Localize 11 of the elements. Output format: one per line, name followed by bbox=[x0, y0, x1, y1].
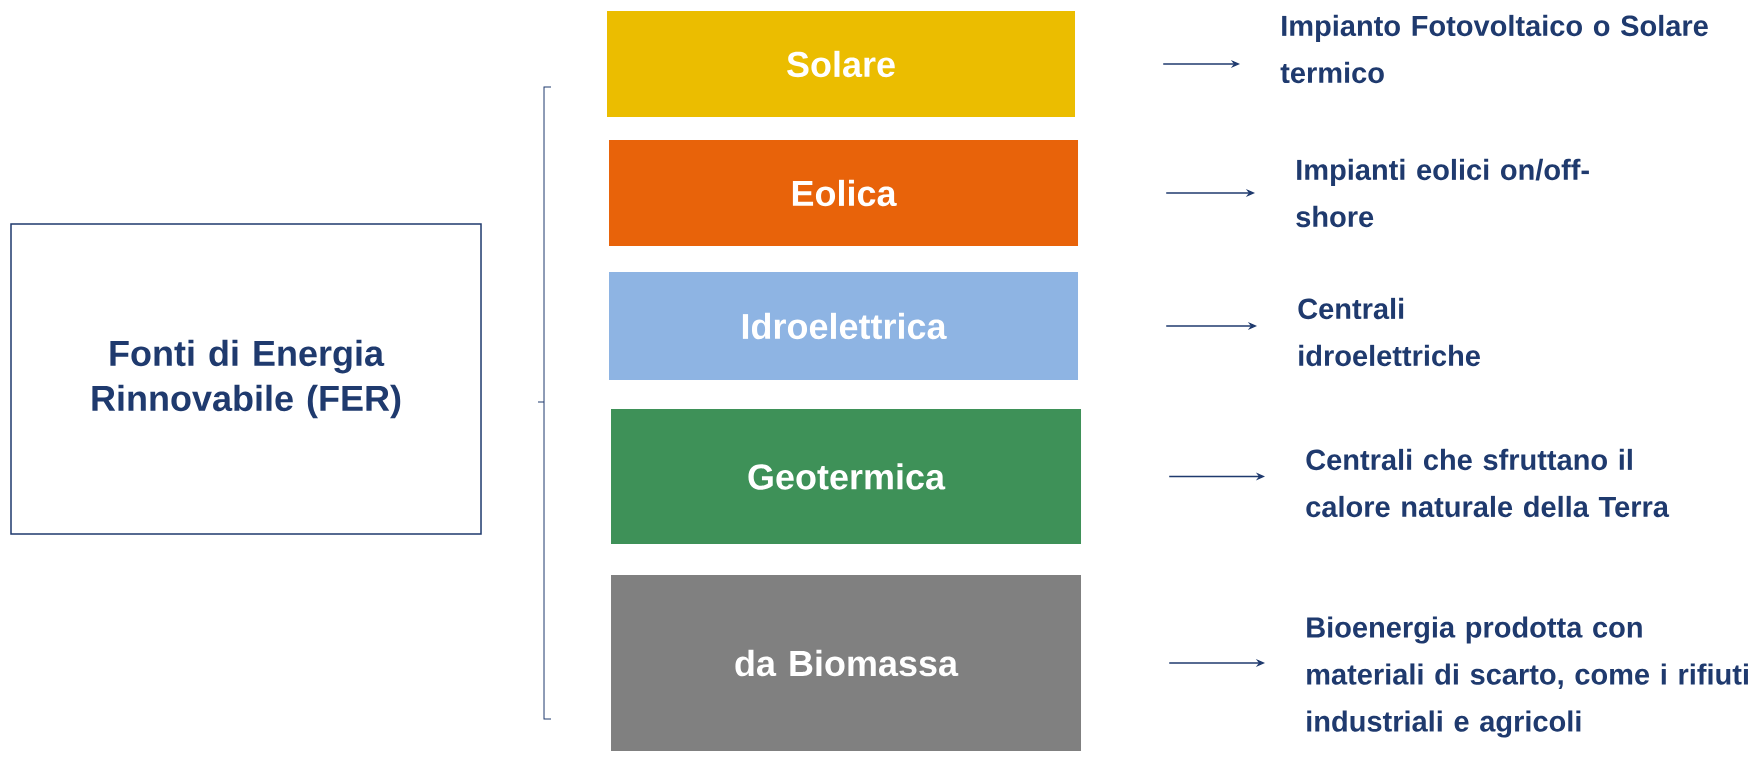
source-box: Fonti di Energia Rinnovabile (FER) bbox=[10, 223, 482, 535]
description-text: Centrali che sfruttano il calore naturale della Terra bbox=[1306, 448, 1670, 518]
description-text: Bioenergia prodotta con materiali di scarto, come i rifiuti industriali e agricoli bbox=[1307, 616, 1748, 738]
category-box: Eolica bbox=[609, 140, 1078, 246]
category-box: Solare bbox=[607, 11, 1075, 117]
category-box: Geotermica bbox=[611, 409, 1081, 544]
description-text: Impianto Fotovoltaico o Solare termico bbox=[1280, 14, 1708, 84]
category-box: Idroelettrica bbox=[609, 272, 1078, 380]
category-box: da Biomassa bbox=[611, 575, 1081, 751]
description-text: Impianti eolici on/off-shore bbox=[1296, 158, 1589, 228]
description-text: Centrali idroelettriche bbox=[1298, 297, 1480, 367]
